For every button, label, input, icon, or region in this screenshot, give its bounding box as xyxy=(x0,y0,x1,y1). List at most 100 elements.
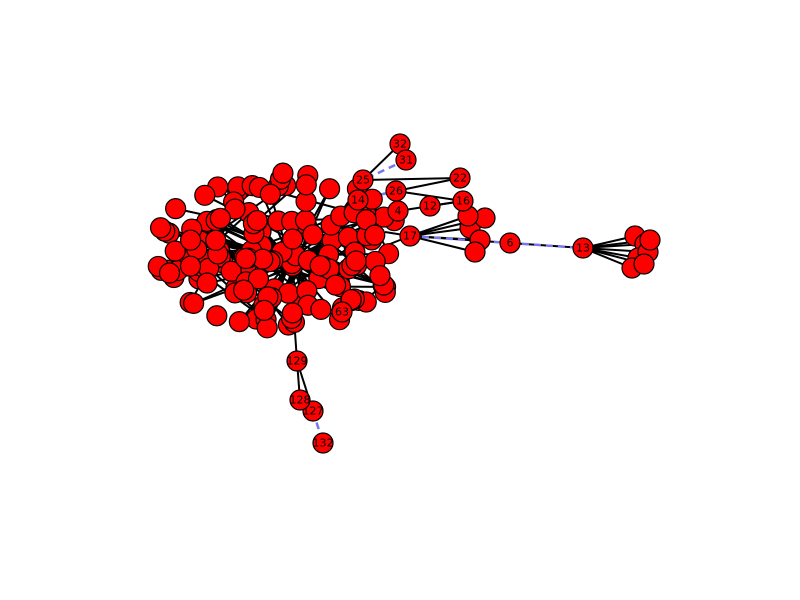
node-circle xyxy=(205,229,227,251)
node-circle xyxy=(310,298,332,320)
node-circle xyxy=(452,190,474,212)
cluster-node xyxy=(309,255,331,277)
node-14: 14 xyxy=(347,189,369,211)
edge xyxy=(362,177,461,181)
node-circle xyxy=(220,260,242,282)
node-circle xyxy=(369,264,391,287)
node-label: 22 xyxy=(453,172,467,185)
node-label: 6 xyxy=(507,237,514,250)
node-circle xyxy=(228,311,250,333)
node-circle xyxy=(499,232,521,254)
node-circle xyxy=(194,184,216,206)
node-63: 63 xyxy=(331,301,353,323)
node-circle xyxy=(247,268,270,290)
node-label: 31 xyxy=(399,154,413,167)
node-6: 6 xyxy=(499,232,521,254)
node-132: 132 xyxy=(312,432,334,454)
node-circle xyxy=(282,228,304,250)
node-label: 63 xyxy=(335,306,349,319)
node-circle xyxy=(325,274,347,296)
node-circle xyxy=(345,250,367,272)
cluster-node xyxy=(310,298,332,320)
node-circle xyxy=(272,162,294,184)
node-circle xyxy=(281,302,304,324)
node-label: 4 xyxy=(395,205,402,218)
node-label: 32 xyxy=(393,138,407,151)
graph-node xyxy=(633,253,655,275)
node-16: 16 xyxy=(452,190,474,212)
graph-node xyxy=(464,241,486,263)
node-label: 14 xyxy=(351,194,365,207)
node-label: 17 xyxy=(403,230,417,243)
node-22: 22 xyxy=(449,167,471,189)
node-circle xyxy=(449,167,471,189)
cluster-node xyxy=(364,224,386,246)
cluster-node xyxy=(206,305,228,327)
node-circle xyxy=(206,305,228,327)
graph-node xyxy=(639,229,661,251)
node-circle xyxy=(158,262,181,284)
node-129: 129 xyxy=(286,350,308,372)
node-circle xyxy=(183,292,205,314)
cluster-node xyxy=(235,247,257,270)
node-circle xyxy=(209,207,231,229)
cluster-node xyxy=(233,279,255,301)
node-circle xyxy=(233,279,255,301)
cluster-node xyxy=(247,268,270,290)
cluster-node xyxy=(179,229,202,251)
node-4: 4 xyxy=(387,200,409,222)
node-circle xyxy=(639,229,661,251)
node-circle xyxy=(253,299,275,321)
cluster-node xyxy=(256,317,278,339)
node-circle xyxy=(331,301,353,323)
node-circle xyxy=(256,317,278,339)
node-circle xyxy=(289,389,311,411)
cluster-node xyxy=(164,240,186,262)
node-circle xyxy=(259,183,281,205)
node-circle xyxy=(399,225,421,247)
node-circle xyxy=(179,255,202,277)
cluster-node xyxy=(149,217,172,239)
cluster-node xyxy=(295,174,317,196)
cluster-node xyxy=(282,228,304,250)
cluster-node xyxy=(259,183,281,205)
cluster-node xyxy=(325,274,347,296)
cluster-node xyxy=(345,250,367,272)
dashed-edge xyxy=(409,234,511,245)
node-circle xyxy=(312,432,334,454)
node-circle xyxy=(246,209,268,232)
node-circle xyxy=(179,229,202,251)
node-circle xyxy=(318,178,341,200)
node-circle xyxy=(149,217,172,239)
node-circle xyxy=(164,240,186,262)
node-label: 128 xyxy=(290,394,311,407)
node-circle xyxy=(286,350,308,372)
node-32: 32 xyxy=(389,133,411,155)
node-circle xyxy=(235,247,257,270)
node-label: 129 xyxy=(287,355,308,368)
node-label: 12 xyxy=(423,200,437,213)
cluster-node xyxy=(194,184,216,206)
node-circle xyxy=(165,198,187,220)
node-25: 25 xyxy=(352,169,374,191)
cluster-node xyxy=(253,299,275,321)
cluster-node xyxy=(272,162,294,184)
cluster-node xyxy=(196,272,218,294)
node-label: 132 xyxy=(313,437,334,450)
cluster-node xyxy=(281,302,304,324)
node-13: 13 xyxy=(572,237,594,259)
cluster-node xyxy=(158,262,181,284)
node-circle xyxy=(572,237,594,259)
cluster-node xyxy=(220,260,242,282)
cluster-node xyxy=(246,209,268,232)
cluster-node xyxy=(179,255,202,277)
cluster-node xyxy=(209,207,231,229)
node-label: 25 xyxy=(356,174,370,187)
node-circle xyxy=(352,169,374,191)
cluster-node xyxy=(165,198,187,220)
node-label: 26 xyxy=(389,185,403,198)
node-circle xyxy=(395,149,417,171)
cluster-node xyxy=(302,224,324,246)
